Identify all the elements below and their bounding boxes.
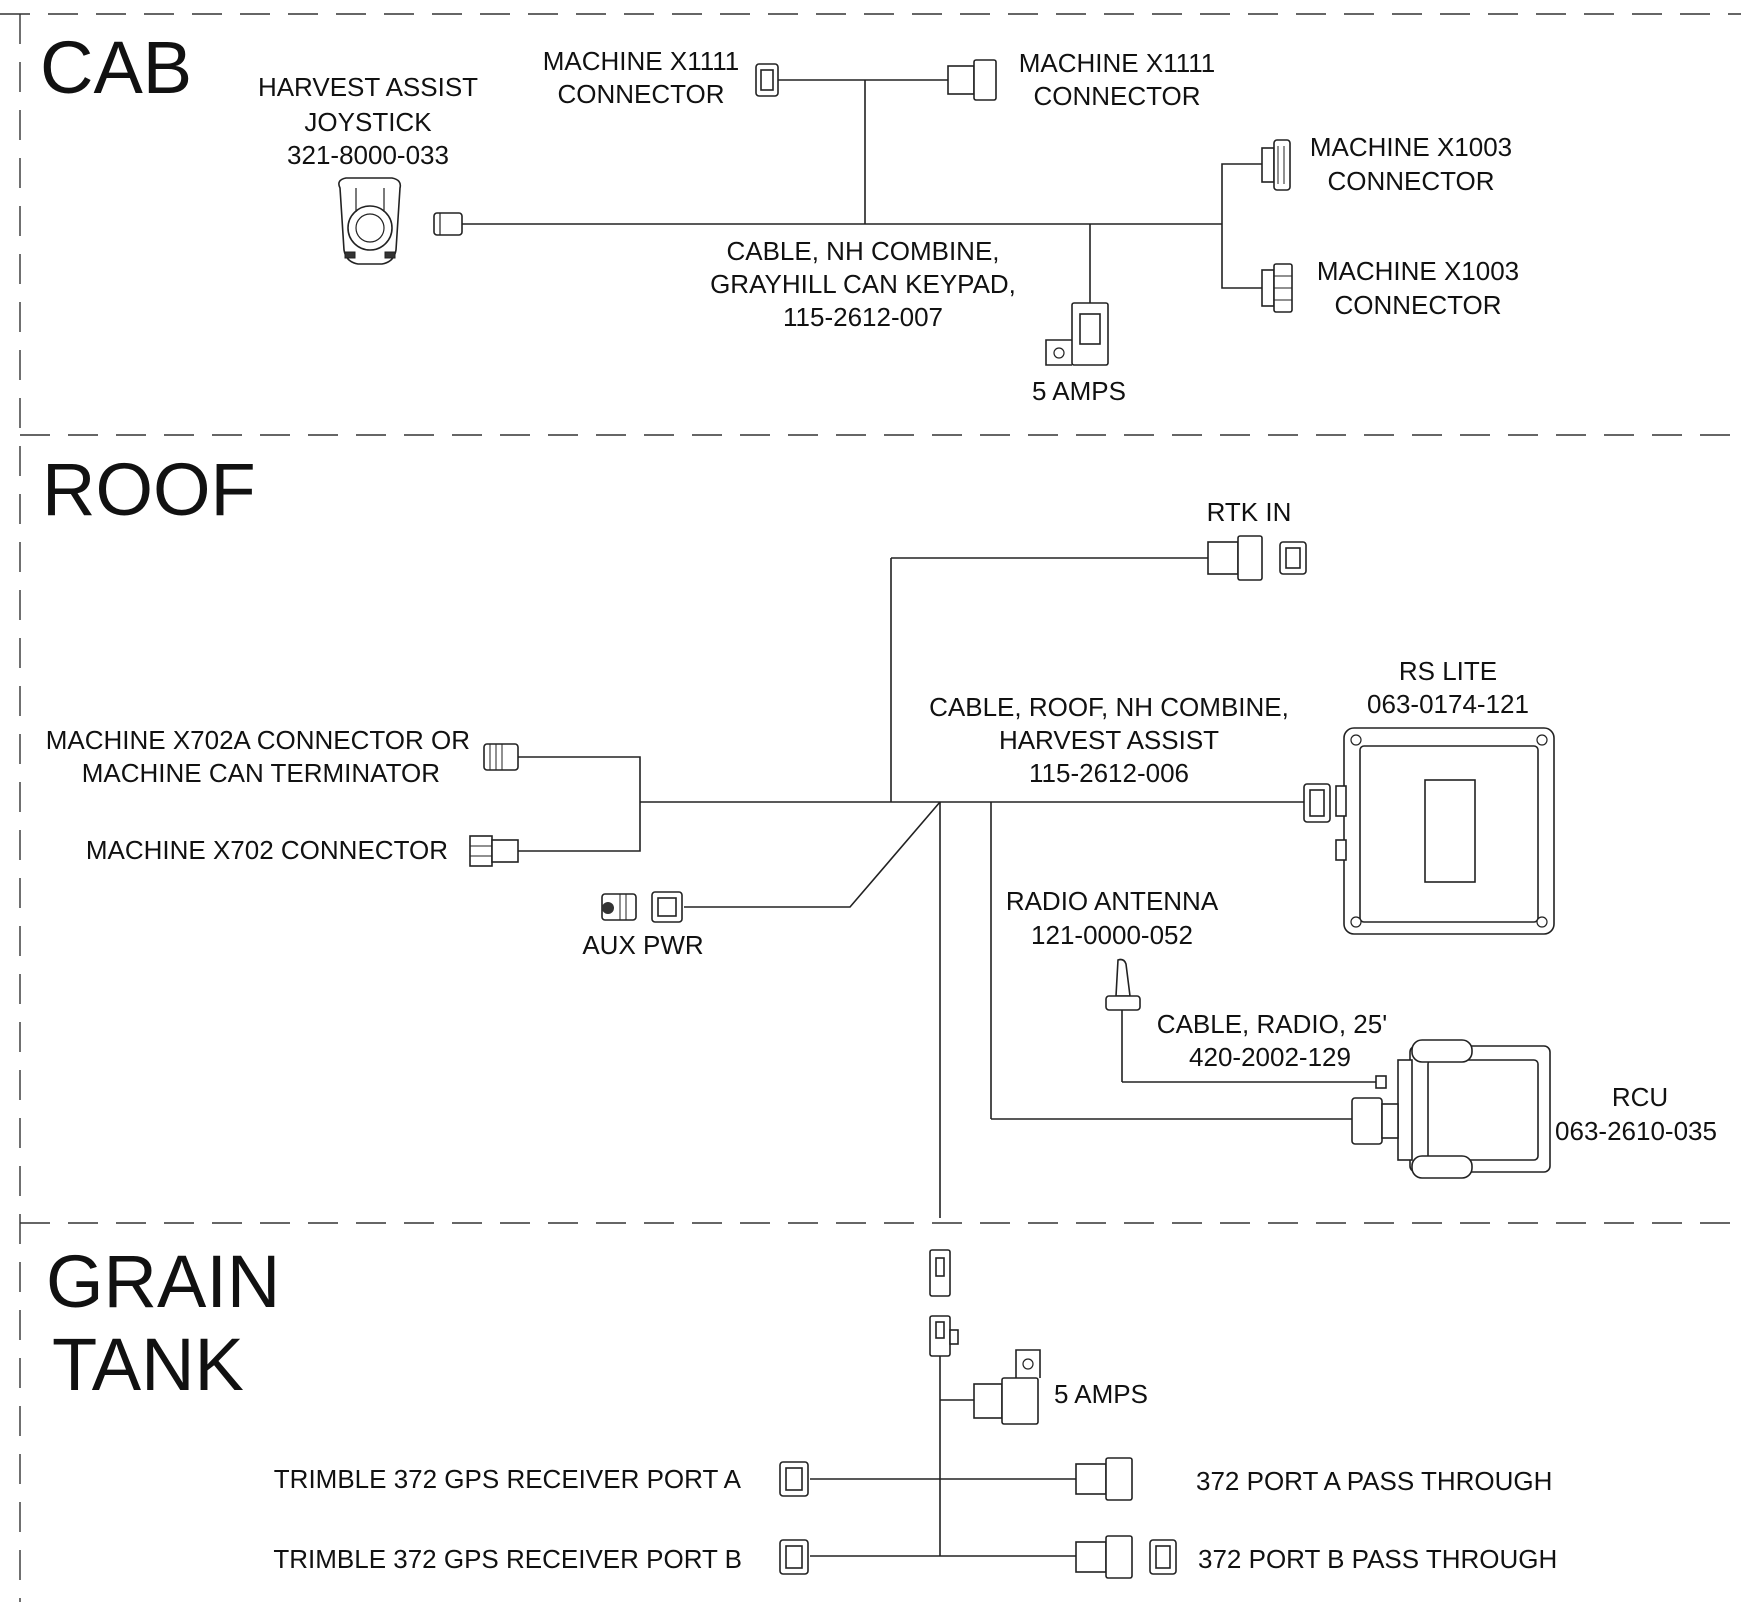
aux-pwr-connector-icon bbox=[601, 891, 683, 923]
rcu-label: RCU bbox=[1612, 1082, 1668, 1112]
cab-cable-label-line2: GRAYHILL CAN KEYPAD, bbox=[710, 269, 1016, 299]
joystick-label-line1: HARVEST ASSIST bbox=[258, 72, 478, 102]
cab-cable-label-line1: CABLE, NH COMBINE, bbox=[726, 236, 999, 266]
rcu-connector-icon bbox=[1351, 1097, 1399, 1145]
roof-cable-part-number: 115-2612-006 bbox=[1029, 758, 1189, 788]
port-b-pass-through-connector-icon bbox=[1075, 1535, 1177, 1579]
x702a-label-line1: MACHINE X702A CONNECTOR OR bbox=[46, 725, 470, 755]
rtk-in-label: RTK IN bbox=[1207, 497, 1292, 527]
x1003-bottom-label-line2: CONNECTOR bbox=[1334, 290, 1501, 320]
radio-antenna-part-number: 121-0000-052 bbox=[1031, 920, 1193, 950]
cab-wires bbox=[462, 79, 1262, 303]
section-title-tank: TANK bbox=[52, 1323, 244, 1406]
port-a-pass-through-connector-icon bbox=[1075, 1457, 1133, 1501]
port-b-connector-icon bbox=[779, 1539, 809, 1575]
port-a-label: TRIMBLE 372 GPS RECEIVER PORT A bbox=[274, 1464, 742, 1494]
x702a-label-line2: MACHINE CAN TERMINATOR bbox=[82, 758, 440, 788]
cab-fuse-holder-icon bbox=[1045, 302, 1109, 366]
x1111-right-label-line2: CONNECTOR bbox=[1033, 81, 1200, 111]
rcu-part-number: 063-2610-035 bbox=[1555, 1116, 1717, 1146]
x1003-top-label-line1: MACHINE X1003 bbox=[1310, 132, 1512, 162]
joystick-icon bbox=[338, 177, 402, 265]
grain-tank-fuse-label: 5 AMPS bbox=[1054, 1379, 1148, 1409]
grain-tank-fuse-holder-icon bbox=[973, 1349, 1041, 1425]
radio-cable-label: CABLE, RADIO, 25' bbox=[1157, 1009, 1387, 1039]
section-title-grain: GRAIN bbox=[46, 1240, 280, 1323]
joystick-part-number: 321-8000-033 bbox=[287, 140, 449, 170]
x1003-bottom-label-line1: MACHINE X1003 bbox=[1317, 256, 1519, 286]
rs-lite-unit-icon bbox=[1335, 727, 1555, 935]
x702a-connector-icon bbox=[483, 743, 519, 771]
port-a-connector-icon bbox=[779, 1461, 809, 1497]
cab-fuse-label: 5 AMPS bbox=[1032, 376, 1126, 406]
roof-cable-label-line2: HARVEST ASSIST bbox=[999, 725, 1219, 755]
x1111-left-label-line2: CONNECTOR bbox=[557, 79, 724, 109]
x702-label: MACHINE X702 CONNECTOR bbox=[86, 835, 448, 865]
joystick-connector-icon bbox=[433, 212, 463, 236]
roof-wires bbox=[518, 557, 1376, 1218]
port-b-label: TRIMBLE 372 GPS RECEIVER PORT B bbox=[273, 1544, 742, 1574]
port-a-pass-through-label: 372 PORT A PASS THROUGH bbox=[1196, 1466, 1552, 1496]
roof-cable-label-line1: CABLE, ROOF, NH COMBINE, bbox=[929, 692, 1289, 722]
aux-pwr-label: AUX PWR bbox=[582, 930, 703, 960]
radio-antenna-icon bbox=[1105, 958, 1141, 1011]
section-title-roof: ROOF bbox=[42, 448, 256, 531]
x1111-left-connector-icon bbox=[755, 63, 779, 97]
joystick-label-line2: JOYSTICK bbox=[304, 107, 432, 137]
rcu-unit-icon bbox=[1375, 1039, 1551, 1179]
x1003-top-connector-icon bbox=[1261, 139, 1291, 191]
x1111-right-connector-icon bbox=[947, 59, 997, 101]
section-title-cab: CAB bbox=[40, 26, 192, 109]
grain-tank-inline-connector-icon bbox=[929, 1249, 959, 1357]
rs-lite-part-number: 063-0174-121 bbox=[1367, 689, 1529, 719]
x1111-right-label-line1: MACHINE X1111 bbox=[1019, 48, 1216, 78]
section-boundaries bbox=[0, 13, 1741, 1602]
port-b-pass-through-label: 372 PORT B PASS THROUGH bbox=[1198, 1544, 1557, 1574]
rs-lite-connector-icon bbox=[1303, 783, 1331, 823]
x1003-bottom-connector-icon bbox=[1261, 263, 1293, 313]
radio-cable-part-number: 420-2002-129 bbox=[1189, 1042, 1351, 1072]
rtk-in-connector-icon bbox=[1207, 535, 1307, 581]
radio-antenna-label: RADIO ANTENNA bbox=[1006, 886, 1219, 916]
cab-cable-part-number: 115-2612-007 bbox=[783, 302, 943, 332]
x1111-left-label-line1: MACHINE X1111 bbox=[543, 46, 740, 76]
rs-lite-label: RS LITE bbox=[1399, 656, 1497, 686]
x1003-top-label-line2: CONNECTOR bbox=[1327, 166, 1494, 196]
x702-connector-icon bbox=[469, 835, 519, 867]
